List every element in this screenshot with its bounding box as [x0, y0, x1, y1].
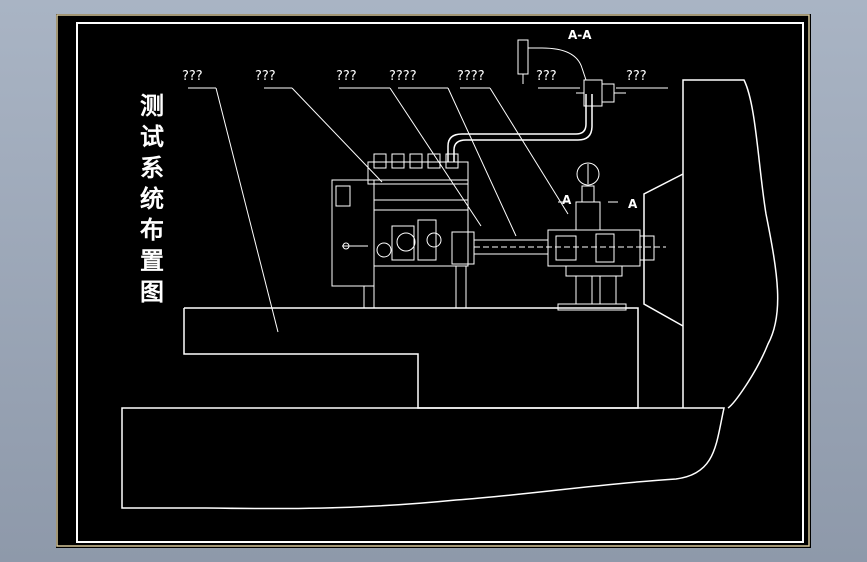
cad-drawing-canvas: 测试系统布置图 ??? ??? ??? ???? ???? ??? ??? A-…: [56, 14, 811, 548]
inner-frame: [76, 22, 804, 543]
callout-4: ????: [389, 69, 417, 84]
drawing-title-char: 布: [140, 216, 164, 244]
sensor-stand: [557, 162, 627, 311]
drive-shaft: [451, 229, 666, 267]
drawing-title-char: 测: [140, 92, 164, 120]
fuel-pipe: [447, 94, 593, 162]
drawing-title-char: 统: [140, 185, 164, 213]
section-label: A-A: [568, 28, 592, 42]
drawing-title-char: 系: [140, 154, 164, 182]
drawing-title-char: 置: [140, 247, 164, 275]
drawing-title-char: 试: [140, 123, 164, 151]
callout-6: ???: [536, 69, 557, 84]
drawing-title: 测试系统布置图: [140, 92, 164, 306]
test-system-layout-drawing: 测试系统布置图 ??? ??? ??? ???? ???? ??? ??? A-…: [56, 14, 810, 547]
callout-5: ????: [457, 69, 485, 84]
bench-base: [183, 307, 639, 409]
callout-2: ???: [255, 69, 276, 84]
leader-lines: [188, 87, 668, 333]
engine-housing: [643, 79, 779, 409]
section-marker-left: A: [562, 193, 572, 207]
section-marker-right: A: [628, 197, 638, 211]
foundation: [121, 407, 725, 510]
callout-3: ???: [336, 69, 357, 84]
callout-7: ???: [626, 69, 647, 84]
outer-frame: [56, 14, 810, 547]
injection-pump: [331, 153, 469, 308]
injector-section: [517, 39, 626, 107]
drawing-title-char: 图: [140, 278, 164, 306]
callout-1: ???: [182, 69, 203, 84]
